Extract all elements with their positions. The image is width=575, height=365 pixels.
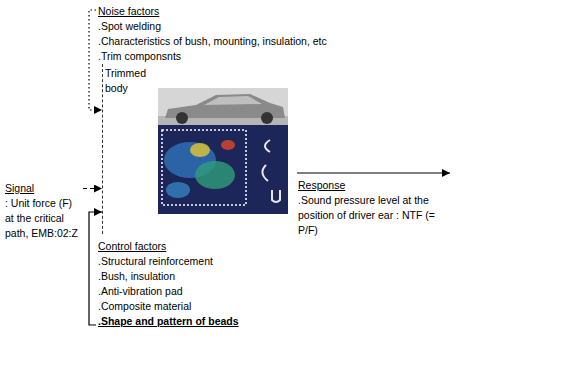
map-blob xyxy=(166,182,190,198)
factor-heading: Signal xyxy=(5,181,81,196)
map-symbol xyxy=(262,165,268,181)
factor-item: .Anti-vibration pad xyxy=(98,284,239,299)
map-blob xyxy=(221,140,235,150)
car-window xyxy=(204,96,262,105)
map-blob xyxy=(190,143,210,157)
factor-item: .Characteristics of bush, mounting, insu… xyxy=(98,34,327,49)
factor-item: .Composite material xyxy=(98,299,239,314)
factor-heading: Noise factors xyxy=(98,4,327,19)
factor-heading: Control factors xyxy=(98,239,239,254)
noise-factors: Noise factors.Spot welding.Characteristi… xyxy=(96,2,329,66)
factor-heading: Response xyxy=(298,178,448,193)
response-block: Response.Sound pressure level at the pos… xyxy=(296,173,450,240)
factor-item: .Spot welding xyxy=(98,19,327,34)
map-ground xyxy=(158,125,288,214)
factor-item: .Shape and pattern of beads xyxy=(98,314,239,329)
factor-item: .Structural reinforcement xyxy=(98,254,239,269)
control-factors: Control factors.Structural reinforcement… xyxy=(96,237,241,331)
system-box: Trimmed body xyxy=(102,64,297,234)
signal-block: Signal: Unit force (F) at the critical p… xyxy=(3,179,83,243)
map-symbol xyxy=(265,140,270,152)
car-wheel xyxy=(261,112,273,124)
map-symbol xyxy=(272,190,280,202)
photo-ground xyxy=(158,88,288,125)
factor-item: .Sound pressure level at the position of… xyxy=(298,193,448,238)
factor-item: .Trim componsnts xyxy=(98,49,327,64)
dotted-frame xyxy=(162,130,246,205)
car-wheel xyxy=(176,112,188,124)
contour-map xyxy=(158,125,288,214)
car-photo xyxy=(158,88,288,125)
factor-item: .Bush, insulation xyxy=(98,269,239,284)
response-arrow xyxy=(297,172,450,173)
system-label: Trimmed body xyxy=(105,66,157,96)
map-blob xyxy=(195,161,235,189)
signal-arrow xyxy=(83,188,102,189)
factor-item: : Unit force (F) at the critical path, E… xyxy=(5,196,81,241)
